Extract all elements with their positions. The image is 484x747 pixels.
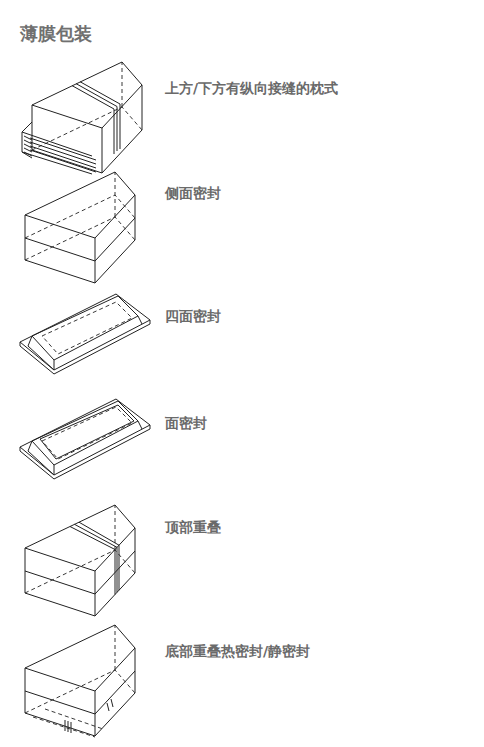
package-label: 底部重叠热密封/静密封: [165, 643, 310, 661]
four-side-seal-pack: [20, 294, 150, 374]
package-label: 四面密封: [165, 308, 221, 326]
side-seal-pack: [25, 172, 135, 283]
top-overlap-pack: [25, 505, 135, 616]
package-label: 顶部重叠: [165, 519, 221, 537]
face-seal-pack: [20, 399, 150, 479]
package-label: 上方/下方有纵向接缝的枕式: [165, 80, 338, 98]
pillow-pack: [22, 62, 142, 174]
diagram-title: 薄膜包装: [20, 22, 92, 46]
package-label: 侧面密封: [165, 185, 221, 203]
package-label: 面密封: [165, 415, 207, 433]
bottom-overlap-pack: [25, 625, 135, 737]
